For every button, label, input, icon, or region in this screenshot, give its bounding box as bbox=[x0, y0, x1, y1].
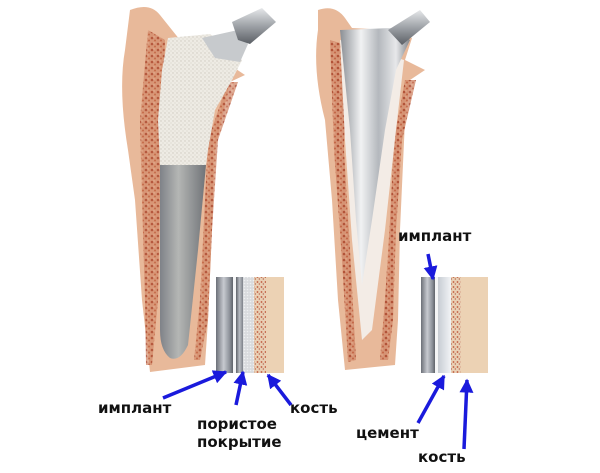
label-right-bone: кость bbox=[418, 448, 466, 466]
arrow-right-cement bbox=[416, 374, 446, 424]
right-inset-detail bbox=[421, 277, 488, 373]
arrow-left-implant bbox=[162, 370, 228, 400]
arrow-right-implant bbox=[423, 253, 438, 281]
label-right-implant: имплант bbox=[398, 227, 472, 245]
arrow-left-porous bbox=[233, 370, 248, 406]
label-porous-coating-line2: покрытие bbox=[197, 433, 282, 451]
left-inset-detail bbox=[216, 277, 284, 373]
label-left-bone: кость bbox=[290, 399, 338, 417]
right-femur-illustration bbox=[316, 8, 430, 370]
label-left-implant: имплант bbox=[98, 399, 172, 417]
arrow-left-bone bbox=[266, 373, 293, 407]
arrow-right-bone bbox=[459, 378, 474, 450]
left-femur-illustration bbox=[122, 6, 276, 372]
arrows bbox=[162, 253, 474, 450]
label-porous-coating-line1: пористое bbox=[197, 415, 277, 433]
label-cement: цемент bbox=[356, 424, 419, 442]
